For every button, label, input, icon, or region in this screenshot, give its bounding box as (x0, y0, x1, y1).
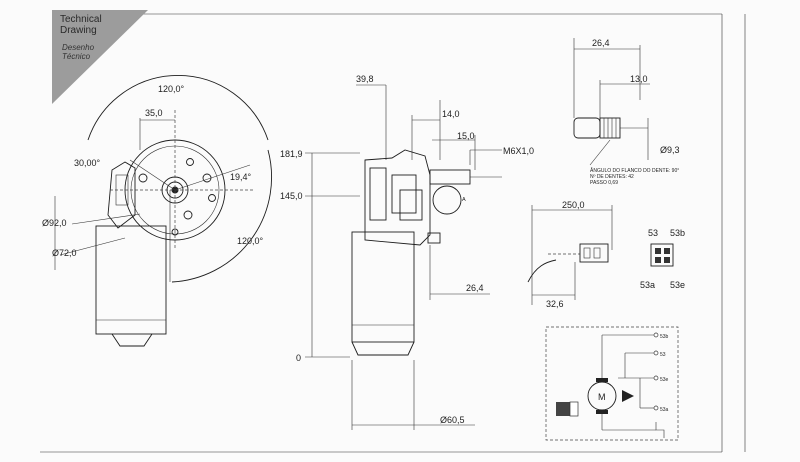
dim-26-4-side: 26,4 (466, 283, 484, 293)
gear-housing-side (364, 149, 431, 246)
dim-cable-250: 250,0 (562, 200, 585, 210)
dim-height-0: 0 (296, 353, 301, 363)
mount-hole (208, 194, 216, 202)
title-badge: Technical Drawing Desenho Técnico (52, 10, 148, 104)
side-view: A 39,8 14,0 15,0 M6X1,0 181,9 145,0 0 26… (280, 74, 534, 430)
badge-subtitle-line2: Técnico (62, 52, 91, 61)
mount-hole (138, 173, 148, 183)
motor-body (95, 225, 167, 335)
badge-title-line1: Technical (60, 14, 102, 25)
wiring-schematic: M 53b 53 53e 53a (545, 326, 679, 441)
note-teeth-count: Nº DE DENTES: 42 (590, 174, 634, 180)
motor-body-side (351, 231, 415, 343)
dim-angle-bottom: 120,0° (237, 236, 264, 246)
pin-53e: 53e (670, 280, 685, 290)
connector-face (650, 243, 674, 267)
pin-53: 53 (648, 228, 658, 238)
pin-53b: 53b (670, 228, 685, 238)
mount-hole (202, 173, 212, 183)
switch-contact-icon (622, 390, 634, 402)
dim-15: 15,0 (457, 131, 475, 141)
dim-cable-32-6: 32,6 (546, 299, 564, 309)
shaft-splined-section (599, 117, 621, 139)
pin-53a: 53a (640, 280, 655, 290)
arc-120-top (87, 74, 269, 141)
detail-a-circle (432, 185, 462, 215)
detail-a-label: A (462, 197, 466, 203)
dim-thread-m6: M6X1,0 (503, 146, 534, 156)
note-pitch: PASSO 0,69 (590, 180, 618, 186)
schematic-frame (545, 326, 679, 441)
connector-pinout: 53 53b 53a 53e (640, 228, 685, 290)
front-view: 120,0° 35,0 30,00° 19,4° 120,0° Ø92,0 Ø7… (42, 74, 272, 347)
dim-angle-top: 120,0° (158, 84, 185, 94)
dim-shaft-diameter: Ø9,3 (660, 145, 680, 155)
output-shaft-side (429, 169, 471, 185)
dim-height-181-9: 181,9 (280, 149, 303, 159)
cable-bend (527, 259, 557, 283)
terminal-53b: 53b (660, 334, 669, 340)
cable-assembly: 250,0 32,6 (527, 200, 613, 309)
badge-title-line2: Drawing (60, 25, 97, 36)
arc-120-bottom (171, 149, 272, 283)
badge-subtitle-line1: Desenho (62, 43, 95, 52)
terminal-53a: 53a (660, 407, 669, 413)
dim-diameter-60-5: Ø60,5 (440, 415, 465, 425)
terminal-53e: 53e (660, 377, 669, 383)
shaft-plain-section (573, 117, 601, 139)
motor-end-cap (111, 333, 153, 347)
dim-diameter-92: Ø92,0 (42, 218, 67, 228)
dim-14: 14,0 (442, 109, 460, 119)
cable-connector-plug (579, 243, 609, 263)
dim-shaft-26-4: 26,4 (592, 38, 610, 48)
dim-39-8: 39,8 (356, 74, 374, 84)
magnet-block (556, 402, 570, 416)
mount-hole (186, 158, 194, 166)
terminal-53: 53 (660, 352, 666, 358)
dim-shaft-13: 13,0 (630, 74, 648, 84)
motor-end-cap-side (351, 341, 415, 356)
dim-angle-small: 19,4° (230, 172, 252, 182)
note-flank-angle: ÂNGULO DO FLANCO DO DENTE: 90° (590, 167, 679, 174)
shaft-detail: 26,4 13,0 Ø9,3 ÂNGULO DO FLANCO DO DENTE… (573, 38, 680, 186)
dim-diameter-72: Ø72,0 (52, 248, 77, 258)
dim-angle-left: 30,00° (74, 158, 101, 168)
dim-width-35: 35,0 (145, 108, 163, 118)
motor-label: M (598, 392, 606, 402)
mount-hole (183, 210, 193, 220)
dim-height-145: 145,0 (280, 191, 303, 201)
